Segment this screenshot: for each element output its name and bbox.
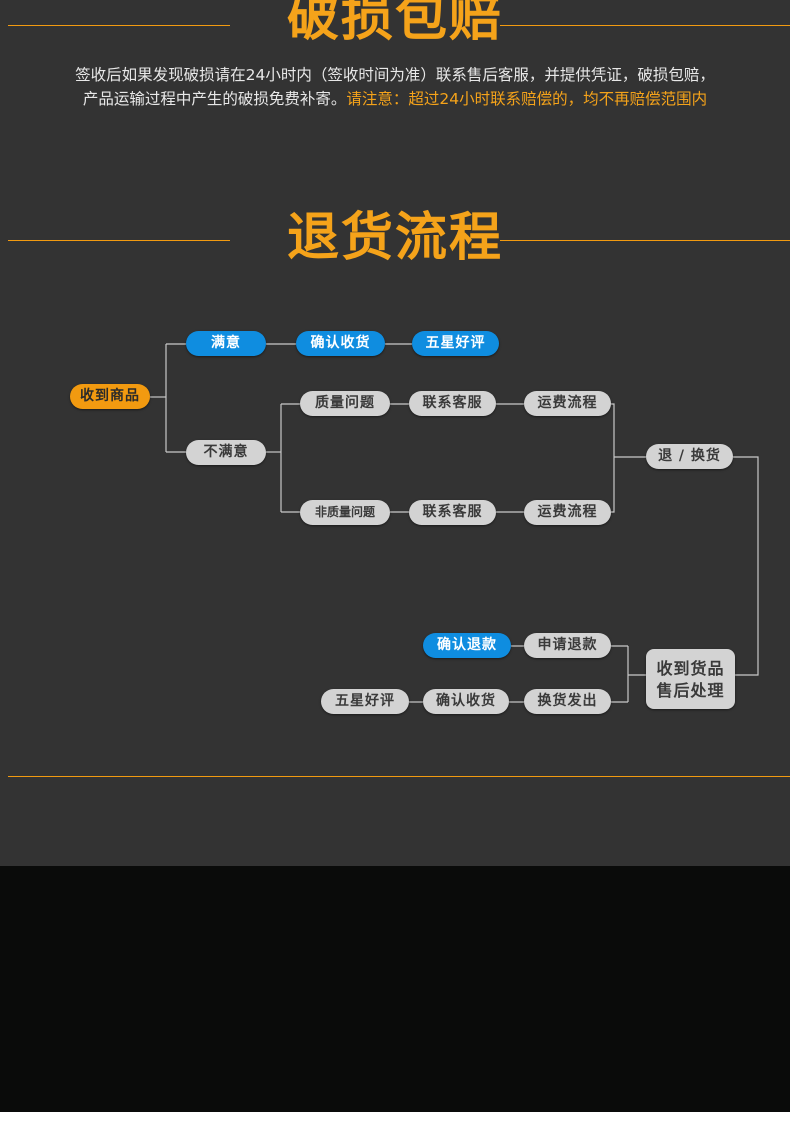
after-sales-line2: 售后处理: [656, 681, 725, 700]
connector-ship-merge: [611, 403, 615, 513]
title-rule-right: [500, 25, 790, 26]
step-unsatisfied: 不满意: [186, 440, 266, 465]
damage-note-line1: 签收后如果发现破损请在24小时内（签收时间为准）联系售后客服，并提供凭证，破损包…: [75, 66, 715, 84]
content-panel: [0, 0, 790, 866]
damage-title: 破损包赔: [286, 0, 503, 48]
damage-note-normal: 产品运输过程中产生的破损免费补寄。: [82, 90, 347, 108]
step-confirm-receipt: 确认收货: [296, 331, 385, 356]
step-five-star: 五星好评: [412, 331, 499, 356]
step-five-star-2: 五星好评: [321, 689, 409, 714]
step-after-sales: 收到货品 售后处理: [646, 649, 735, 709]
step-shipping-2: 运费流程: [524, 500, 611, 525]
step-contact-cs-1: 联系客服: [409, 391, 496, 416]
damage-note-line2: 产品运输过程中产生的破损免费补寄。请注意：超过24小时联系赔偿的，均不再赔偿范围…: [0, 87, 790, 111]
step-contact-cs-2: 联系客服: [409, 500, 496, 525]
damage-note-warning: 请注意：超过24小时联系赔偿的，均不再赔偿范围内: [346, 90, 708, 108]
returns-title: 退货流程: [286, 208, 503, 268]
step-receive: 收到商品: [70, 384, 150, 409]
step-non-quality-issue: 非质量问题: [300, 500, 390, 525]
returns-bottom-rule: [8, 776, 790, 777]
step-return-exchange: 退 / 换货: [646, 444, 733, 469]
step-exchange-ship: 换货发出: [524, 689, 611, 714]
flow-connectors: [150, 343, 759, 703]
title-rule-left: [8, 25, 230, 26]
returns-rule-left: [8, 240, 230, 241]
step-satisfied: 满意: [186, 331, 266, 356]
returns-rule-right: [500, 240, 790, 241]
connector-return-down: [733, 456, 759, 676]
step-apply-refund: 申请退款: [524, 633, 611, 658]
step-confirm-receipt-2: 确认收货: [423, 689, 509, 714]
step-confirm-refund: 确认退款: [423, 633, 511, 658]
after-sales-line1: 收到货品: [656, 659, 725, 678]
step-quality-issue: 质量问题: [300, 391, 390, 416]
step-shipping-1: 运费流程: [524, 391, 611, 416]
bottom-strip: [0, 1112, 790, 1129]
